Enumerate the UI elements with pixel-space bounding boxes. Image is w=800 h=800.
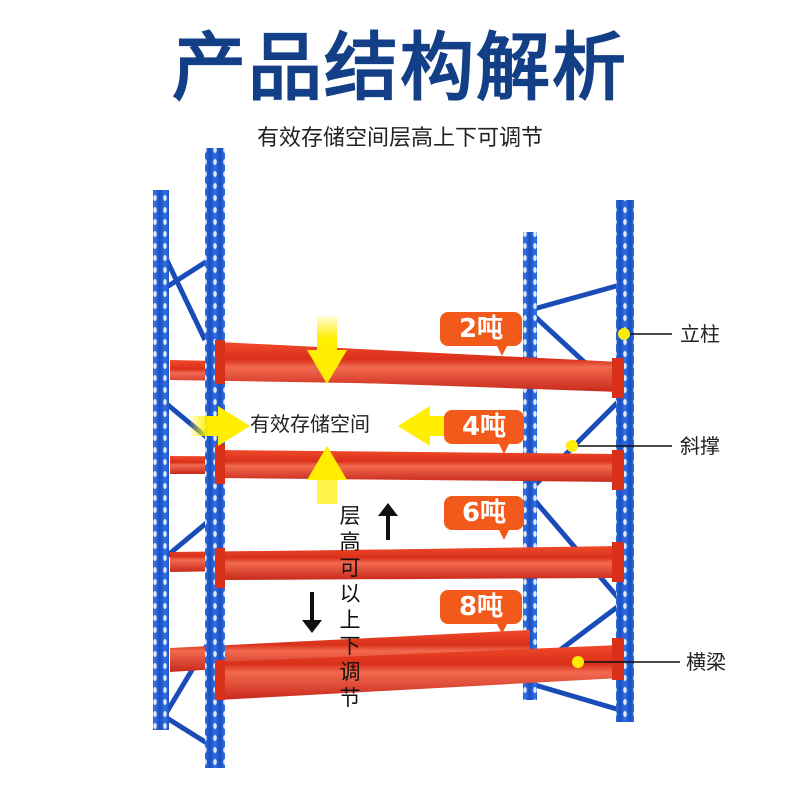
adjustable-height-label: 层高可以上下调节 <box>339 504 361 710</box>
adjust-arrows <box>302 503 398 633</box>
beam-label: 横梁 <box>686 650 726 674</box>
upright-marker-icon <box>618 328 630 340</box>
annotation-markers <box>566 328 680 668</box>
front-right-upright <box>612 200 634 722</box>
right-back-upright <box>523 232 622 713</box>
front-left-upright <box>205 148 225 768</box>
load-badge-6t: 6吨 <box>444 496 524 540</box>
page-title: 产品结构解析 <box>172 25 628 111</box>
load-badge-2t: 2吨 <box>440 312 522 356</box>
load-badge-8t: 8吨 <box>440 590 522 634</box>
brace-marker-icon <box>566 440 578 452</box>
storage-space-arrows <box>190 316 458 504</box>
beam-marker-icon <box>572 656 584 668</box>
load-badge-4t: 4吨 <box>444 410 524 454</box>
front-beams <box>218 342 620 700</box>
page-subtitle: 有效存储空间层高上下可调节 <box>256 126 543 151</box>
brace-label: 斜撑 <box>680 434 720 458</box>
storage-space-label: 有效存储空间 <box>250 412 370 436</box>
left-back-upright <box>153 190 214 748</box>
upright-label: 立柱 <box>680 322 720 346</box>
